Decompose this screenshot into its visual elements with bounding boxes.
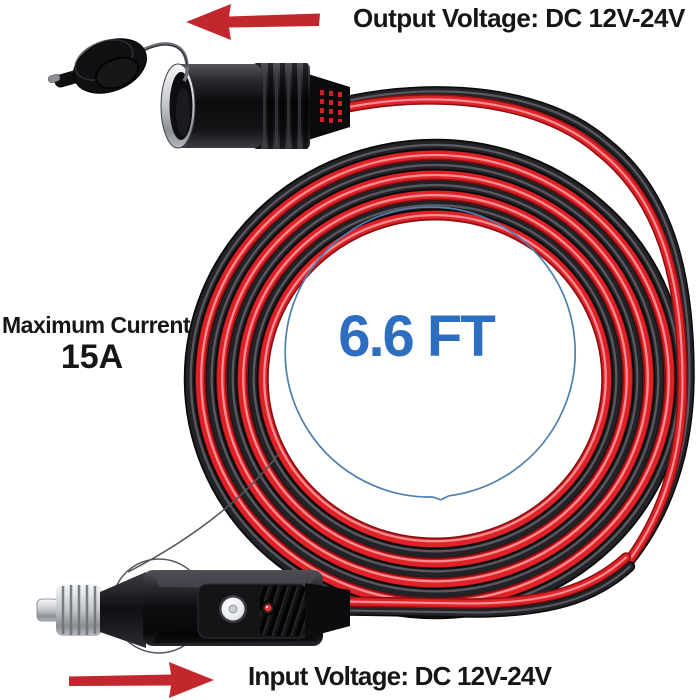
right-arrow-icon <box>69 662 214 698</box>
plug-neck <box>100 572 146 648</box>
cable-length-label: 6.6 FT <box>338 304 496 369</box>
max-current-label: Maximum Current 15A <box>2 312 191 376</box>
plug-boot <box>305 583 350 638</box>
male-plug-connector <box>36 570 350 648</box>
socket-boot <box>308 74 350 140</box>
plug-led-indicator <box>261 601 275 615</box>
cable-ring <box>252 203 618 553</box>
max-current-value: 15A <box>60 338 124 376</box>
socket-cap <box>47 38 147 94</box>
plug-grip <box>260 586 306 636</box>
plug-power-button <box>219 595 247 623</box>
cap-pin <box>47 73 61 83</box>
cable-ring <box>210 163 660 593</box>
cable-ring <box>242 193 628 563</box>
length-circle <box>284 206 577 501</box>
cable-ring <box>231 183 639 573</box>
cable-ring <box>263 213 607 543</box>
output-voltage-label: Output Voltage: DC 12V-24V <box>353 3 685 33</box>
left-arrow-icon <box>186 4 320 40</box>
female-socket-connector <box>47 38 350 149</box>
input-voltage-label: Input Voltage: DC 12V-24V <box>248 661 552 691</box>
max-current-text: Maximum Current <box>2 312 191 338</box>
plug-tip <box>36 598 60 622</box>
annotation-arc <box>127 451 281 573</box>
coiled-cable <box>183 138 687 620</box>
cable-ring <box>221 173 649 583</box>
